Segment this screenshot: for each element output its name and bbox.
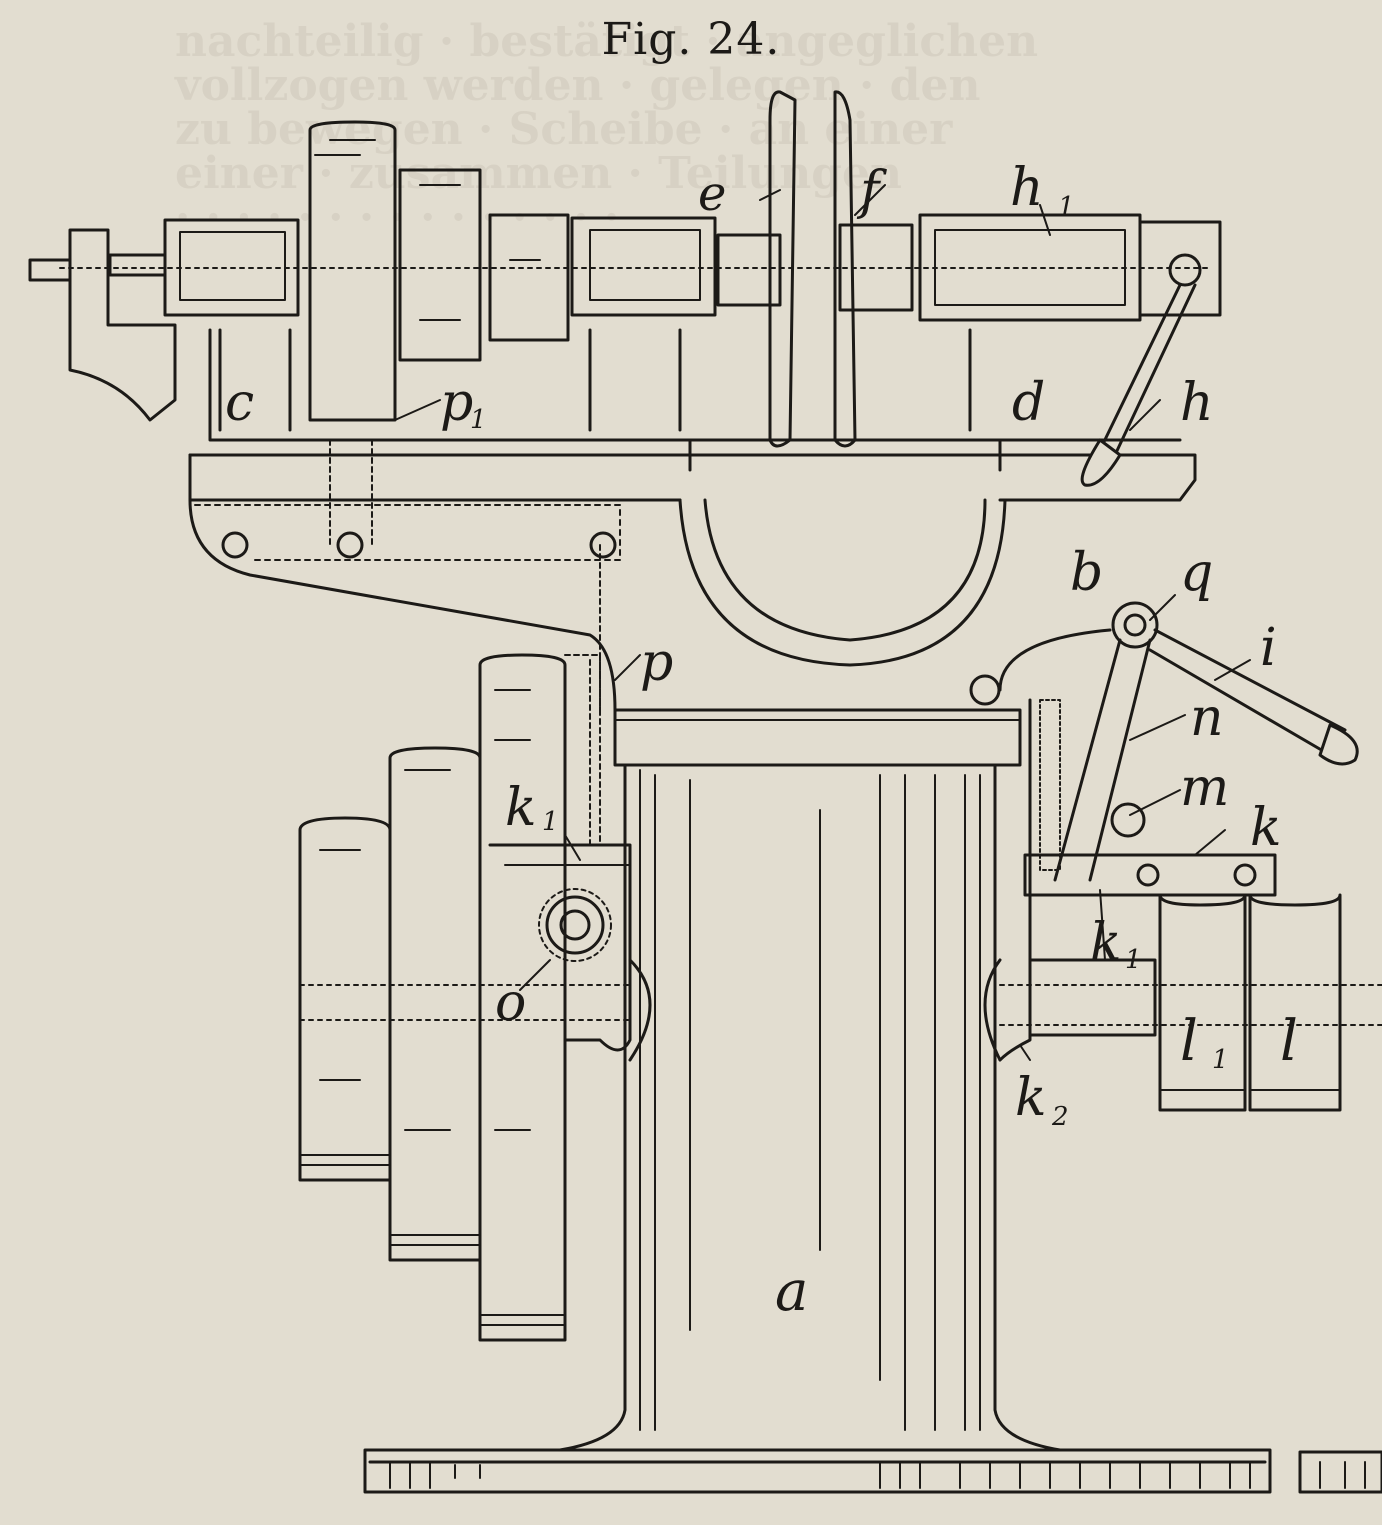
bleed-through-text: nachteilig · bestätigt · angeglichen vol… (175, 16, 1039, 243)
label-k-upper: k (505, 778, 537, 838)
figure-title: Fig. 24. (601, 14, 781, 65)
label-k2-sub: 2 (1051, 1102, 1069, 1132)
handle-h (1080, 253, 1202, 487)
label-h: h (1180, 373, 1214, 433)
label-o: o (495, 973, 526, 1033)
label-b: b (1070, 543, 1103, 603)
label-k-right: k (1250, 798, 1282, 858)
label-m: m (1180, 758, 1229, 818)
label-a: a (775, 1259, 808, 1324)
label-h1-sub: 1 (1058, 192, 1075, 222)
rack-and-gear (488, 654, 652, 1062)
label-q: q (1180, 543, 1213, 603)
label-k1-lower-sub: 1 (1125, 945, 1142, 975)
label-n: n (1190, 688, 1224, 748)
label-k-upper-sub: 1 (542, 807, 559, 837)
label-p: p (640, 633, 673, 693)
label-k1-lower: k (1090, 913, 1122, 973)
label-k2: k (1015, 1068, 1047, 1128)
upper-spindle (59, 90, 1222, 448)
base-plate (363, 1448, 1382, 1494)
upper-frame (188, 328, 1197, 712)
leader-lines (394, 184, 1251, 1061)
right-mechanism (969, 601, 1382, 1112)
label-c: c (225, 373, 254, 433)
label-i: i (1260, 618, 1277, 678)
label-d-upper: d (1012, 373, 1045, 433)
left-bracket (28, 228, 177, 422)
label-e: e (698, 166, 726, 222)
label-p1-sub: 1 (470, 405, 487, 435)
label-f: f (856, 161, 887, 221)
label-p1: p (440, 373, 473, 433)
label-h1: h (1010, 158, 1044, 218)
label-l1-sub: 1 (1212, 1045, 1229, 1075)
main-column (558, 708, 1062, 1452)
lower-left-pulleys (298, 653, 631, 1342)
label-l1: l (1180, 1009, 1198, 1074)
label-l: l (1280, 1009, 1298, 1074)
